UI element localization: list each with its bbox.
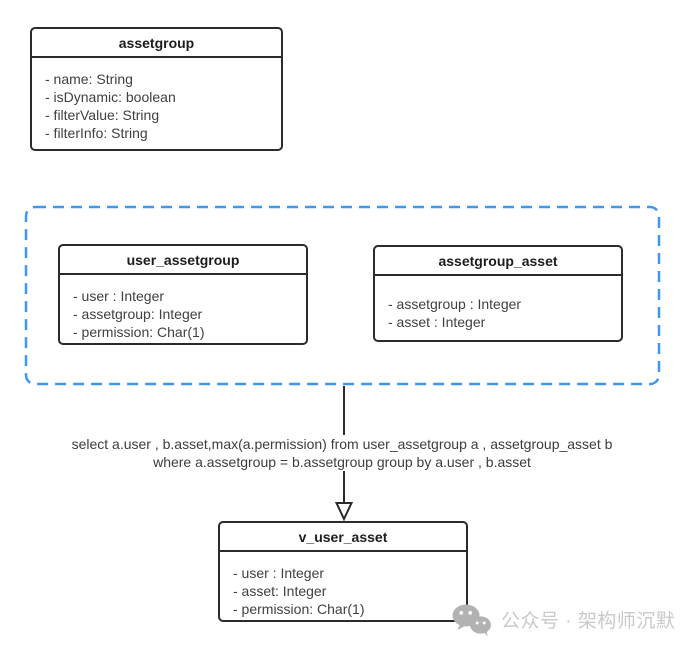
class-title-assetgroup-asset: assetgroup_asset — [375, 247, 621, 276]
field-line: - asset : Integer — [388, 314, 486, 330]
class-title-v-user-asset: v_user_asset — [220, 523, 466, 552]
field-line: - filterValue: String — [45, 107, 160, 123]
class-box-v-user-asset: v_user_asset - user : Integer - asset: I… — [218, 521, 468, 622]
arrow-head-hollow-triangle-icon — [334, 502, 354, 522]
field-line: - filterInfo: String — [45, 125, 148, 141]
field-line: - assetgroup: Integer — [73, 306, 203, 322]
class-fields-v-user-asset: - user : Integer - asset: Integer - perm… — [220, 552, 466, 624]
watermark-text: 公众号 · 架构师沉默 — [501, 610, 676, 632]
wechat-icon — [452, 604, 491, 636]
class-box-assetgroup: assetgroup - name: String - isDynamic: b… — [30, 27, 283, 151]
class-box-user-assetgroup: user_assetgroup - user : Integer - asset… — [58, 244, 308, 345]
class-fields-assetgroup-asset: - assetgroup : Integer - asset : Integer — [375, 276, 621, 337]
field-line: - asset: Integer — [233, 583, 327, 599]
sql-annotation: select a.user , b.asset,max(a.permission… — [30, 435, 654, 471]
field-line: - user : Integer — [73, 288, 165, 304]
field-line: - user : Integer — [233, 565, 325, 581]
sql-annotation-line1: select a.user , b.asset,max(a.permission… — [71, 436, 613, 452]
class-title-assetgroup: assetgroup — [32, 29, 281, 58]
field-line: - permission: Char(1) — [73, 324, 205, 340]
class-fields-assetgroup: - name: String - isDynamic: boolean - fi… — [32, 58, 281, 148]
class-fields-user-assetgroup: - user : Integer - assetgroup: Integer -… — [60, 275, 306, 347]
sql-annotation-line2: where a.assetgroup = b.assetgroup group … — [153, 454, 531, 470]
watermark: 公众号 · 架构师沉默 — [451, 599, 675, 639]
group-dashed-container — [24, 205, 661, 386]
field-line: - name: String — [45, 71, 133, 87]
field-line: - permission: Char(1) — [233, 601, 365, 617]
field-line: - assetgroup : Integer — [388, 296, 522, 312]
class-title-user-assetgroup: user_assetgroup — [60, 246, 306, 275]
field-line: - isDynamic: boolean — [45, 89, 176, 105]
class-box-assetgroup-asset: assetgroup_asset - assetgroup : Integer … — [373, 245, 623, 342]
